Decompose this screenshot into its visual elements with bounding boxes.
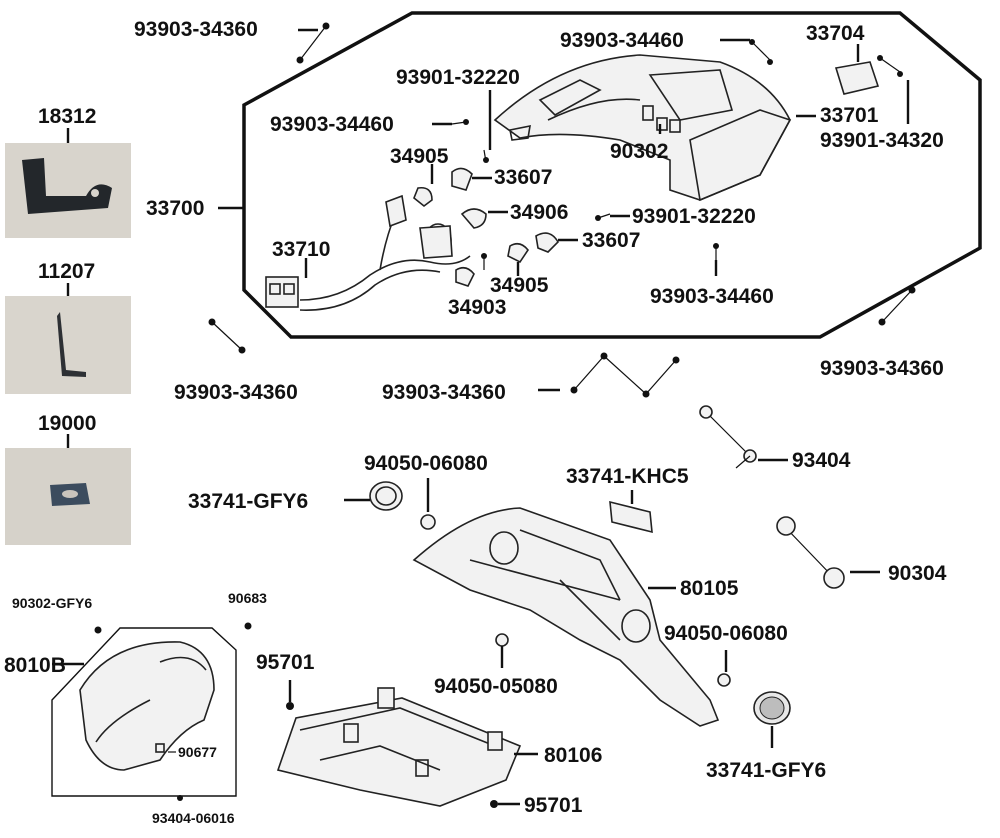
rear-fender-80105 xyxy=(412,507,720,727)
screw-95701-a xyxy=(286,702,294,710)
screw-95701-b xyxy=(490,800,498,808)
part-11207-photo xyxy=(5,296,131,394)
label-93901-32220-a: 93901-32220 xyxy=(396,66,520,89)
label-33700: 33700 xyxy=(146,197,204,220)
label-33704: 33704 xyxy=(806,22,865,45)
label-34903: 34903 xyxy=(448,296,506,319)
label-95701-a: 95701 xyxy=(256,651,315,674)
label-93404: 93404 xyxy=(792,449,851,472)
nut-94050-06080-a xyxy=(420,514,436,530)
screw-90302-gfy6 xyxy=(94,626,102,634)
label-94050-05080: 94050-05080 xyxy=(434,675,558,698)
label-18312: 18312 xyxy=(38,105,96,128)
socket-bulbs xyxy=(385,167,559,287)
bolts-93404 xyxy=(699,405,757,469)
label-34906: 34906 xyxy=(510,201,568,224)
label-94050-06080-b: 94050-06080 xyxy=(664,622,788,645)
screw-93404-06016 xyxy=(177,795,183,801)
label-33607-b: 33607 xyxy=(582,229,640,252)
label-90683: 90683 xyxy=(228,590,267,606)
screws-group xyxy=(451,39,903,270)
assembly-33700-outline xyxy=(242,11,982,339)
part-33704 xyxy=(834,61,880,95)
label-90302-gfy6: 90302-GFY6 xyxy=(12,595,92,611)
label-93903-34460-bottom: 93903-34460 xyxy=(650,285,774,308)
label-93903-34360-left: 93903-34360 xyxy=(174,381,298,404)
part-18312-photo xyxy=(5,143,131,238)
label-94050-06080-a: 94050-06080 xyxy=(364,452,488,475)
label-34905-b: 34905 xyxy=(490,274,549,297)
plate-33741-khc5 xyxy=(609,500,653,534)
label-90677: 90677 xyxy=(178,744,217,760)
screws-93903-34360 xyxy=(208,22,916,398)
label-33710: 33710 xyxy=(272,238,330,261)
nut-94050-06080-b xyxy=(717,673,731,687)
label-95701-b: 95701 xyxy=(524,794,583,817)
part-8010b xyxy=(79,641,215,771)
wiring-harness-33710 xyxy=(265,214,471,311)
label-80106: 80106 xyxy=(544,744,602,767)
reflector-33741-gfy6-b xyxy=(753,691,791,725)
label-93903-34460-left: 93903-34460 xyxy=(270,113,394,136)
label-33741-gfy6-b: 33741-GFY6 xyxy=(706,759,826,782)
screw-90683 xyxy=(244,622,252,630)
leader-lines xyxy=(52,28,910,806)
nuts-90304 xyxy=(776,516,845,589)
label-33741-khc5: 33741-KHC5 xyxy=(566,465,689,488)
label-19000: 19000 xyxy=(38,412,96,435)
label-93404-06016: 93404-06016 xyxy=(152,810,235,826)
label-93903-34360-right: 93903-34360 xyxy=(820,357,944,380)
label-93901-32220-b: 93901-32220 xyxy=(632,205,756,228)
label-34905-a: 34905 xyxy=(390,145,449,168)
label-90304: 90304 xyxy=(888,562,947,585)
label-33701: 33701 xyxy=(820,104,879,127)
label-93903-34360-mid: 93903-34360 xyxy=(382,381,506,404)
label-93903-34360-top: 93903-34360 xyxy=(134,18,258,41)
label-80105: 80105 xyxy=(680,577,739,600)
label-90302: 90302 xyxy=(610,140,668,163)
label-11207: 11207 xyxy=(38,260,95,283)
part-19000-photo xyxy=(5,448,131,545)
nut-94050-05080 xyxy=(495,633,509,647)
part-90302 xyxy=(642,105,681,133)
label-8010b: 8010B xyxy=(4,654,66,677)
taillight-housing xyxy=(493,54,792,202)
label-93901-34320: 93901-34320 xyxy=(820,129,944,152)
inset-8010b-outline xyxy=(51,627,237,797)
label-33607-a: 33607 xyxy=(494,166,552,189)
tray-80106 xyxy=(276,687,522,807)
label-93903-34460-top: 93903-34460 xyxy=(560,29,684,52)
label-33741-gfy6-a: 33741-GFY6 xyxy=(188,490,308,513)
reflector-33741-gfy6-a xyxy=(369,481,403,511)
